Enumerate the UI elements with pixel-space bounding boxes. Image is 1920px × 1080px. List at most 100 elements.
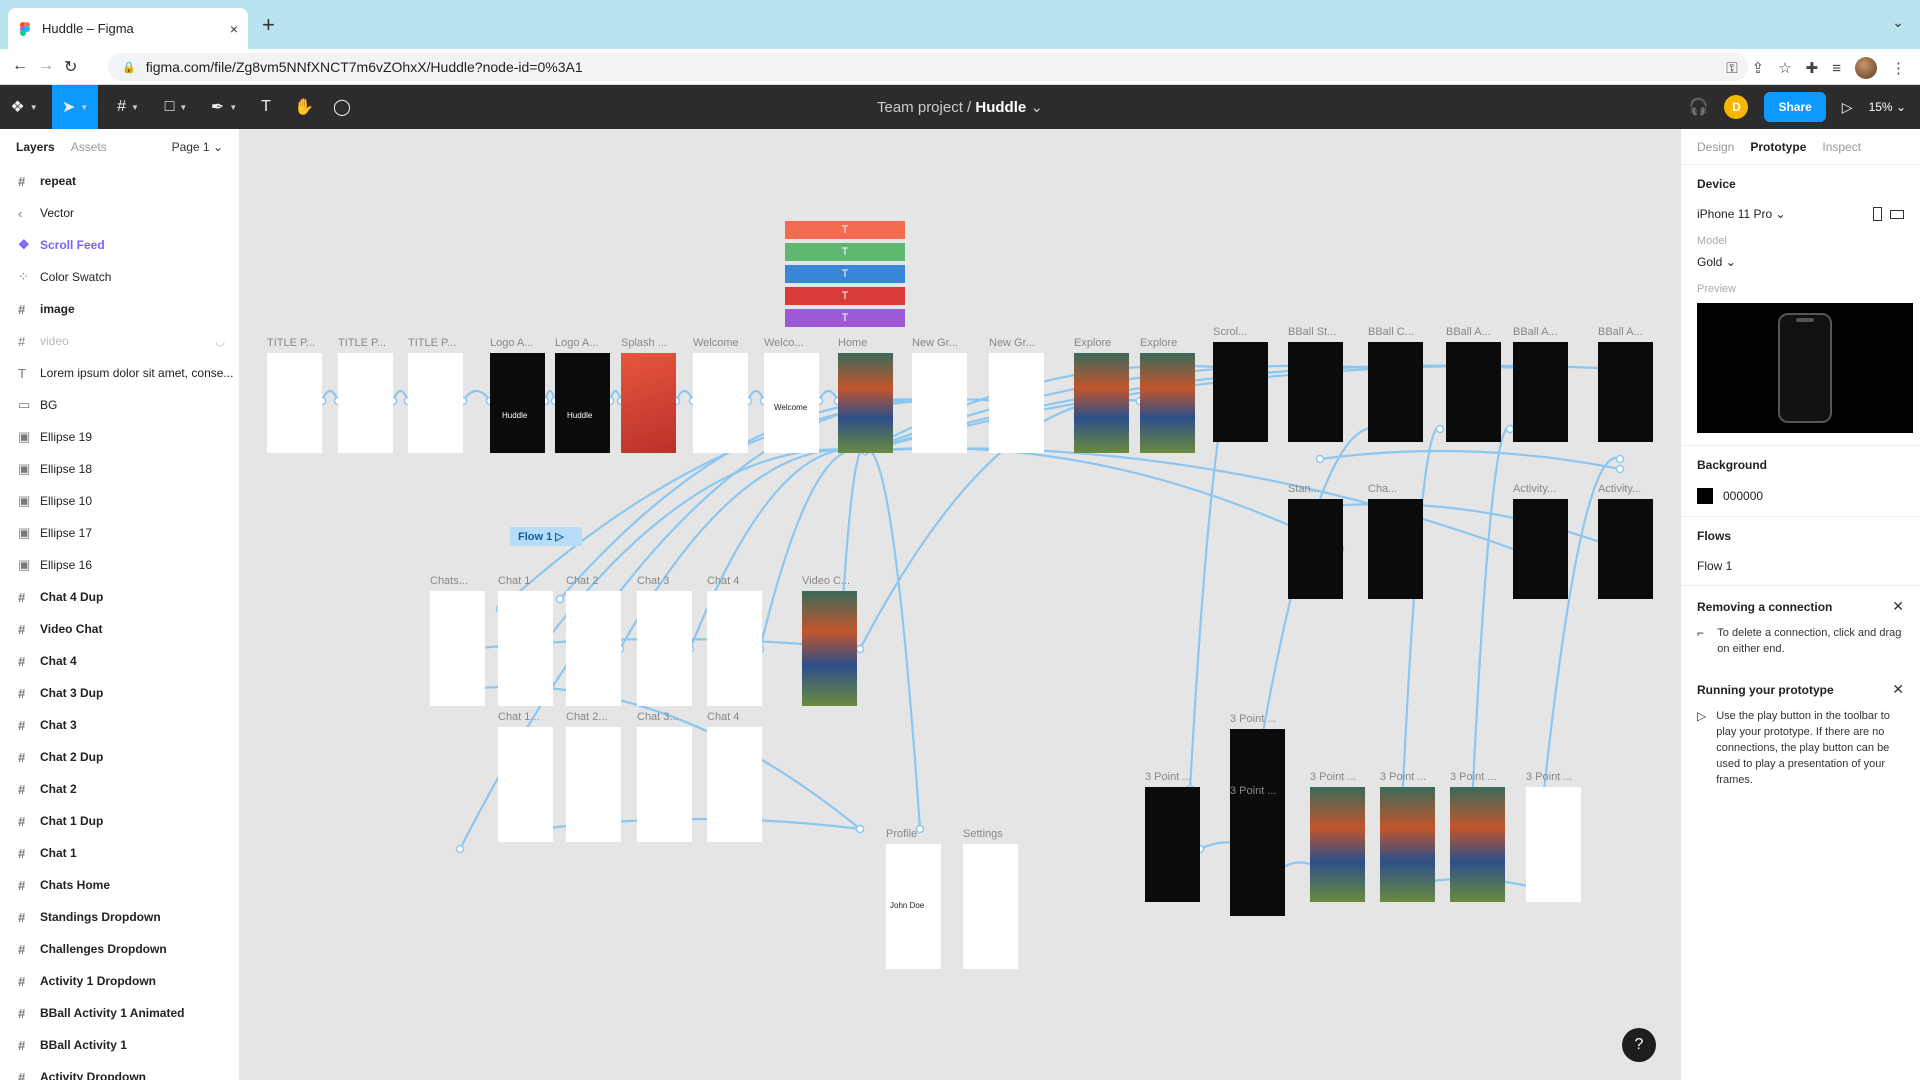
frame-label[interactable]: Chat 2 xyxy=(566,575,599,587)
prototype-frame[interactable] xyxy=(1310,787,1365,902)
new-tab-icon[interactable]: + xyxy=(262,12,275,37)
prototype-frame[interactable] xyxy=(886,844,941,969)
connection-handle[interactable] xyxy=(855,644,865,654)
reload-icon[interactable]: ↻ xyxy=(64,59,78,76)
prototype-frame[interactable] xyxy=(1513,342,1568,442)
prototype-frame[interactable] xyxy=(430,591,485,706)
page-selector[interactable]: Page 1 ⌄ xyxy=(171,140,223,154)
prototype-frame[interactable] xyxy=(566,727,621,842)
prototype-frame[interactable] xyxy=(1526,787,1581,902)
frame-label[interactable]: Stan... xyxy=(1288,483,1320,495)
reading-list-icon[interactable]: ≡ xyxy=(1832,59,1841,77)
prototype-frame[interactable] xyxy=(637,727,692,842)
connection-line[interactable] xyxy=(1299,502,1621,551)
prototype-frame[interactable] xyxy=(1230,801,1285,916)
tab-layers[interactable]: Layers xyxy=(16,140,55,154)
share-button[interactable]: Share xyxy=(1764,92,1826,122)
connection-handle[interactable] xyxy=(915,824,925,834)
layer-item[interactable]: ❖Scroll Feed xyxy=(0,229,239,261)
back-icon[interactable]: ← xyxy=(12,57,28,74)
prototype-frame[interactable] xyxy=(693,353,748,453)
prototype-frame[interactable] xyxy=(707,727,762,842)
present-play-icon[interactable]: ▷ xyxy=(1841,98,1853,115)
prototype-frame[interactable] xyxy=(1288,342,1343,442)
frame-label[interactable]: TITLE P... xyxy=(267,337,316,349)
layer-item[interactable]: #image xyxy=(0,293,239,325)
layer-item[interactable]: #Video Chat xyxy=(0,613,239,645)
prototype-frame[interactable] xyxy=(408,353,463,453)
frame-label[interactable]: BBall C... xyxy=(1368,326,1414,338)
color-swatch[interactable]: T xyxy=(785,287,905,305)
frame-label[interactable]: Welco... xyxy=(764,337,804,349)
close-icon[interactable]: ✕ xyxy=(1892,598,1904,614)
tab-search-icon[interactable]: ⌄ xyxy=(1892,14,1904,30)
flow-item[interactable]: Flow 1 xyxy=(1697,559,1733,573)
comment-tool-icon[interactable]: ◯ xyxy=(333,99,351,116)
layer-item[interactable]: ▣Ellipse 16 xyxy=(0,549,239,581)
color-swatch[interactable]: T xyxy=(785,243,905,261)
layer-item[interactable]: #Chats Home xyxy=(0,869,239,901)
layer-item[interactable]: #Chat 1 Dup xyxy=(0,805,239,837)
frame-label[interactable]: Splash ... xyxy=(621,337,667,349)
frame-label[interactable]: New Gr... xyxy=(912,337,958,349)
portrait-icon[interactable] xyxy=(1873,207,1882,221)
frame-label[interactable]: Scrol... xyxy=(1213,326,1248,338)
design-canvas[interactable]: TITLE P...TITLE P...TITLE P...Logo A...L… xyxy=(240,129,1680,1080)
share-page-icon[interactable]: ⇪ xyxy=(1751,60,1765,77)
frame-label[interactable]: 3 Point ... xyxy=(1526,771,1573,783)
prototype-frame[interactable] xyxy=(498,591,553,706)
connection-handle[interactable] xyxy=(455,844,465,854)
frame-label[interactable]: Chat 3 xyxy=(637,575,670,587)
layer-item[interactable]: ‹Vector xyxy=(0,197,239,229)
color-swatch[interactable]: T xyxy=(785,221,905,239)
frame-label[interactable]: 3 Point ... xyxy=(1450,771,1497,783)
audio-headphones-icon[interactable]: 🎧 xyxy=(1688,99,1709,116)
prototype-frame[interactable] xyxy=(621,353,676,453)
text-tool-icon[interactable]: T xyxy=(261,98,271,115)
hidden-eye-icon[interactable]: ◡ xyxy=(215,335,225,348)
layer-item[interactable]: #video◡ xyxy=(0,325,239,357)
prototype-frame[interactable] xyxy=(267,353,322,453)
prototype-frame[interactable] xyxy=(1288,499,1343,599)
layer-item[interactable]: #Chat 3 xyxy=(0,709,239,741)
frame-label[interactable]: Video C... xyxy=(802,575,851,587)
prototype-frame[interactable] xyxy=(1368,342,1423,442)
connection-handle[interactable] xyxy=(855,824,865,834)
color-swatch[interactable]: T xyxy=(785,309,905,327)
connection-handle[interactable] xyxy=(555,594,565,604)
layer-item[interactable]: #Chat 3 Dup xyxy=(0,677,239,709)
layer-item[interactable]: #BBall Activity 1 xyxy=(0,1029,239,1061)
prototype-frame[interactable] xyxy=(1598,342,1653,442)
prototype-frame[interactable] xyxy=(963,844,1018,969)
layer-item[interactable]: #Challenges Dropdown xyxy=(0,933,239,965)
frame-label[interactable]: Cha... xyxy=(1368,483,1398,495)
connection-line[interactable] xyxy=(462,389,491,402)
extensions-icon[interactable]: ✚ xyxy=(1805,60,1819,77)
pen-tool-icon[interactable]: ✒▼ xyxy=(210,99,238,116)
prototype-frame[interactable] xyxy=(912,353,967,453)
frame-label[interactable]: Logo A... xyxy=(490,337,534,349)
prototype-frame[interactable] xyxy=(838,353,893,453)
frame-label[interactable]: Explore xyxy=(1074,337,1112,349)
prototype-frame[interactable] xyxy=(1074,353,1129,453)
frame-label[interactable]: Chat 1... xyxy=(498,711,540,723)
frame-label[interactable]: BBall A... xyxy=(1446,326,1491,338)
bookmark-star-icon[interactable]: ☆ xyxy=(1778,60,1792,77)
frame-label[interactable]: TITLE P... xyxy=(338,337,387,349)
frame-label[interactable]: Profile xyxy=(886,828,918,840)
tab-design[interactable]: Design xyxy=(1697,139,1735,154)
frame-label[interactable]: Home xyxy=(838,337,868,349)
frame-label[interactable]: BBall A... xyxy=(1598,326,1643,338)
frame-label[interactable]: 3 Point ... xyxy=(1380,771,1427,783)
close-icon[interactable]: ✕ xyxy=(1892,681,1904,697)
help-button[interactable]: ? xyxy=(1622,1028,1656,1062)
layer-item[interactable]: #Activity 1 Dropdown xyxy=(0,965,239,997)
frame-label[interactable]: Chats... xyxy=(430,575,468,587)
layer-item[interactable]: ▣Ellipse 19 xyxy=(0,421,239,453)
url-field[interactable]: 🔒 figma.com/file/Zg8vm5NNfXNCT7m6vZOhxX/… xyxy=(108,53,1748,81)
frame-label[interactable]: BBall St... xyxy=(1288,326,1337,338)
connection-handle[interactable] xyxy=(1435,424,1445,434)
connection-line[interactable] xyxy=(1538,456,1621,830)
browser-tab[interactable]: Huddle – Figma × xyxy=(8,8,248,49)
prototype-frame[interactable] xyxy=(707,591,762,706)
